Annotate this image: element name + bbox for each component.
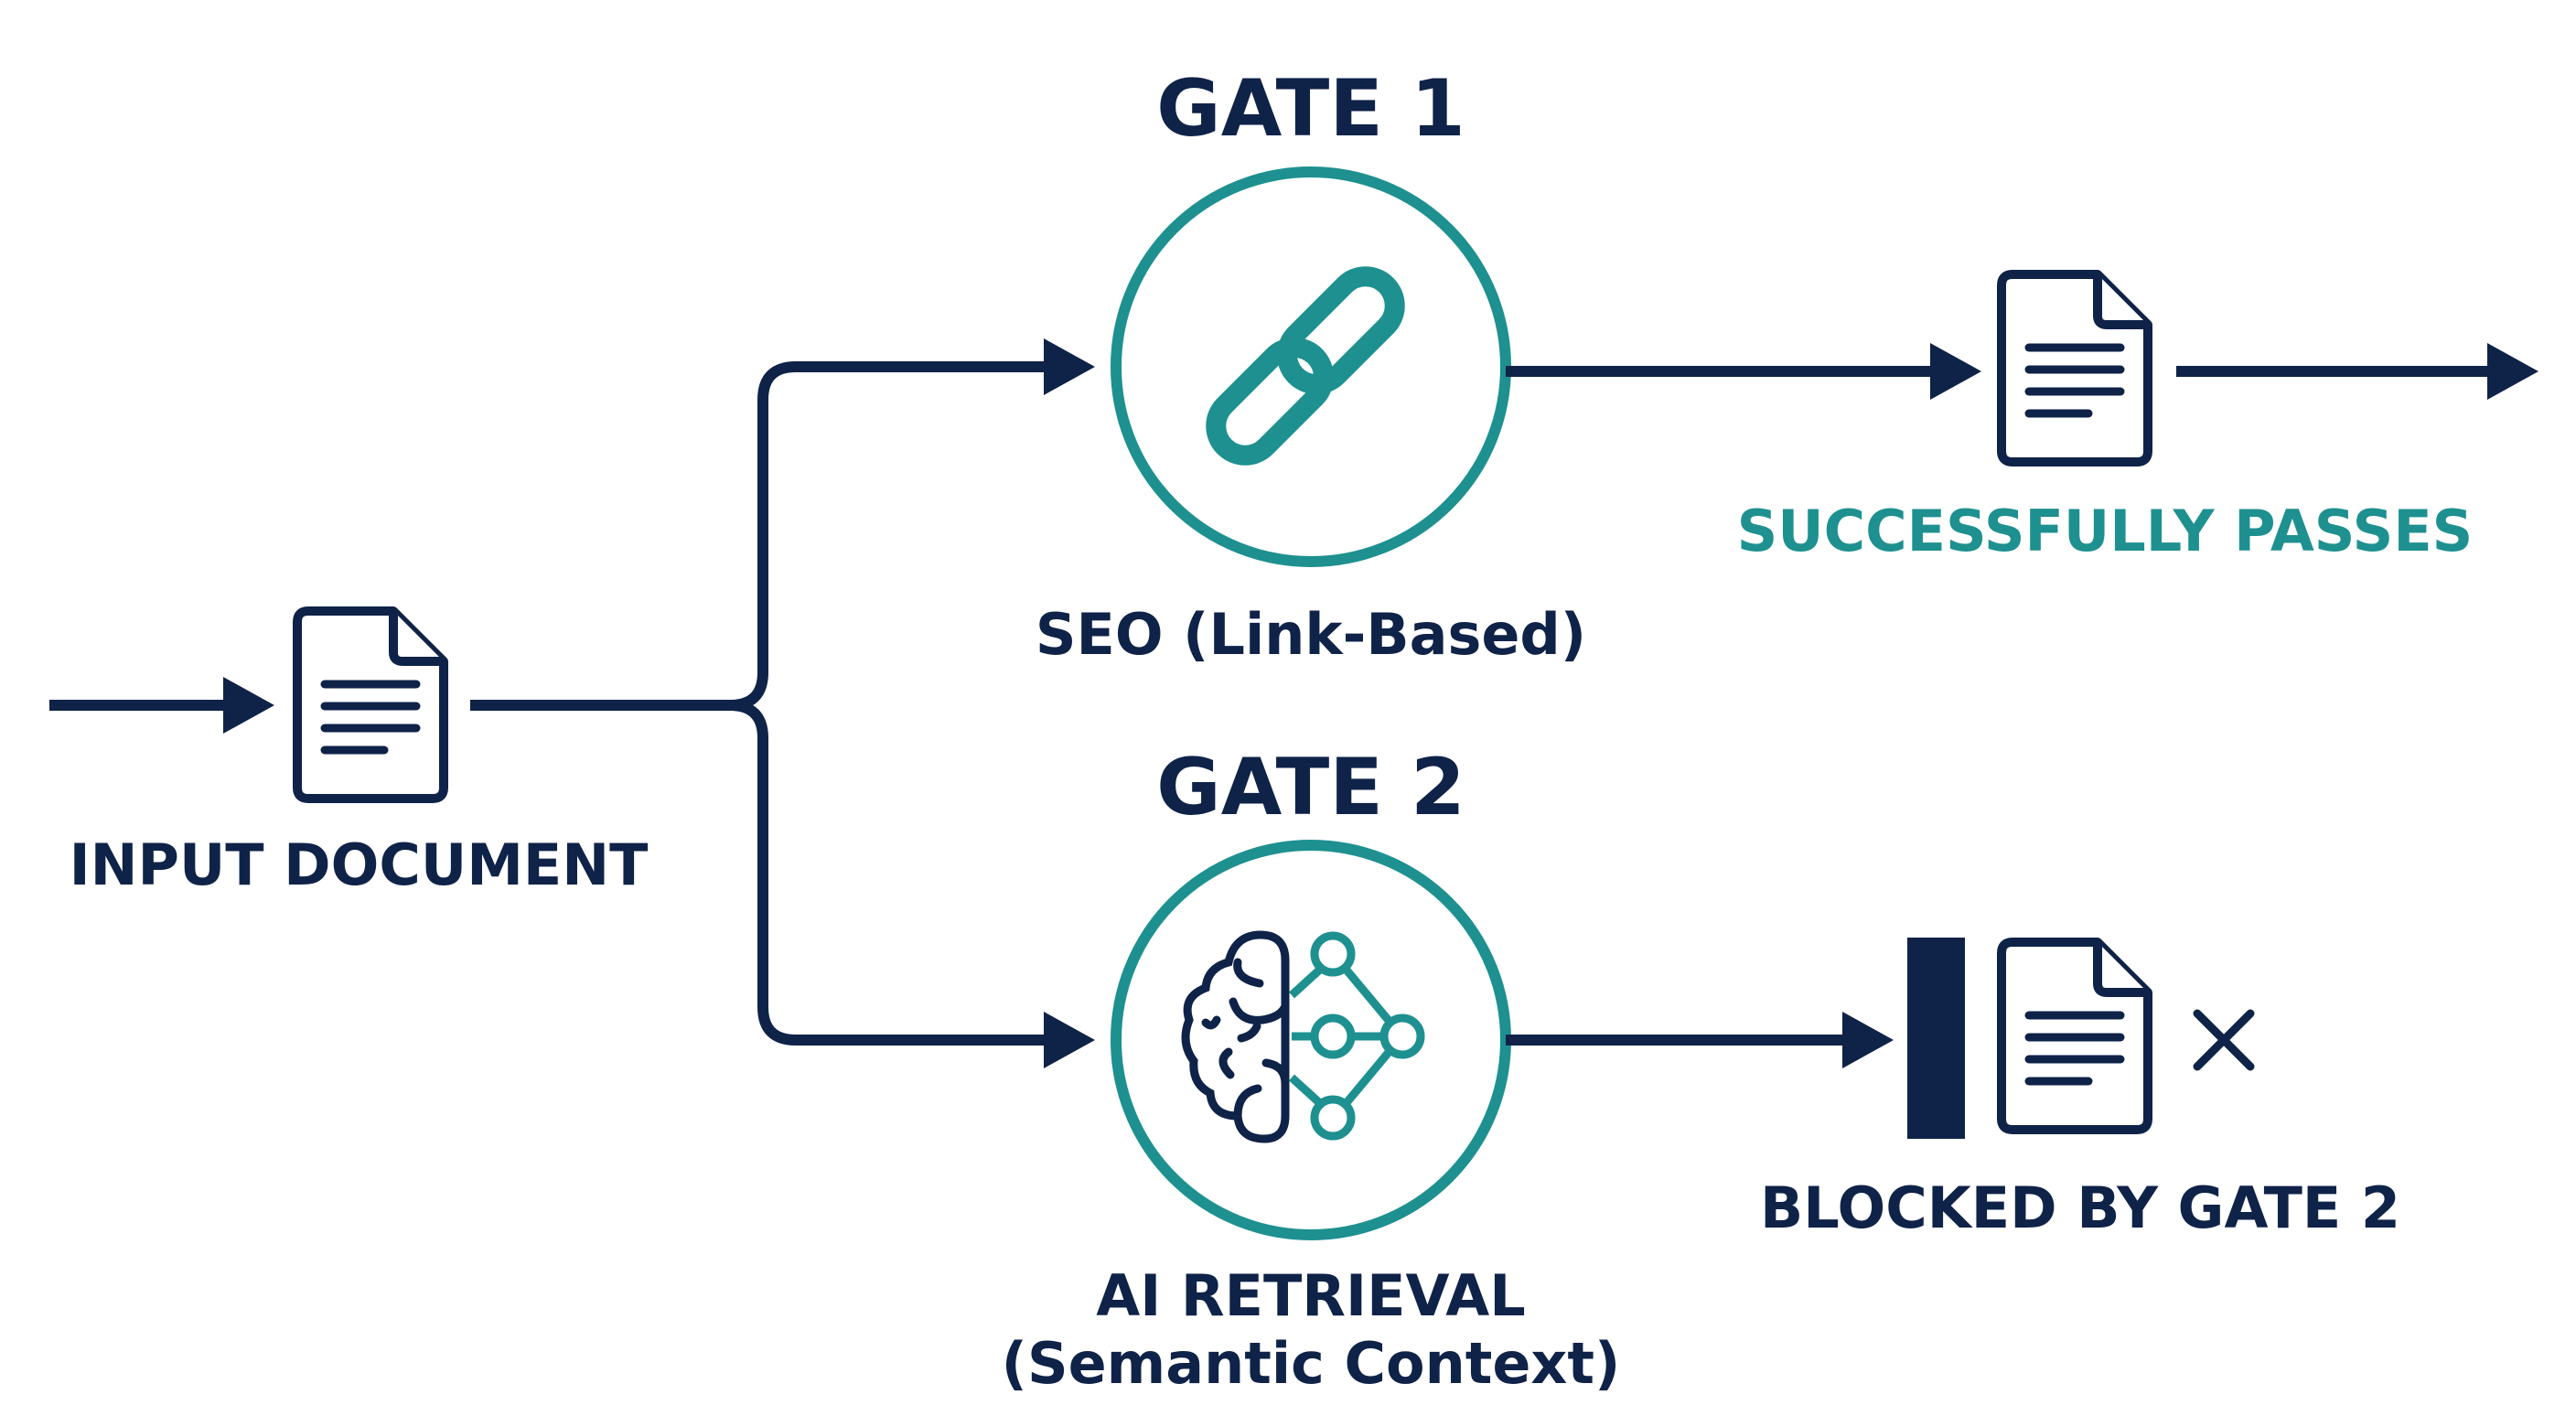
gate1-pass-arrow (1506, 343, 1981, 400)
blocked-outcome-label: BLOCKED BY GATE 2 (1760, 1174, 2400, 1241)
gate1-arrowhead (1044, 338, 1095, 395)
gate2-label-line2: (Semantic Context) (1002, 1330, 1621, 1397)
blocked-document-icon (2002, 942, 2148, 1130)
input-document-label: INPUT DOCUMENT (70, 831, 649, 898)
brain-network-icon (1181, 930, 1425, 1143)
gate2-title: GATE 2 (1156, 742, 1465, 833)
gate1-title: GATE 1 (1156, 63, 1465, 155)
branch-connector (470, 361, 1052, 1046)
chain-link-icon (1206, 266, 1405, 466)
gate2-blocked-arrow (1506, 1012, 1894, 1068)
block-barrier (1907, 938, 1965, 1139)
blocked-x-icon (2193, 1009, 2255, 1071)
input-arrow (49, 677, 274, 734)
passed-document-icon (2002, 274, 2148, 462)
input-document-icon (297, 611, 444, 799)
pass-outcome-label: SUCCESSFULLY PASSES (1737, 498, 2474, 564)
gate2-arrowhead (1044, 1012, 1095, 1068)
gate1-label: SEO (Link-Based) (1036, 601, 1586, 668)
gate2-label-line1: AI RETRIEVAL (1096, 1262, 1525, 1329)
output-arrow (2176, 343, 2538, 400)
